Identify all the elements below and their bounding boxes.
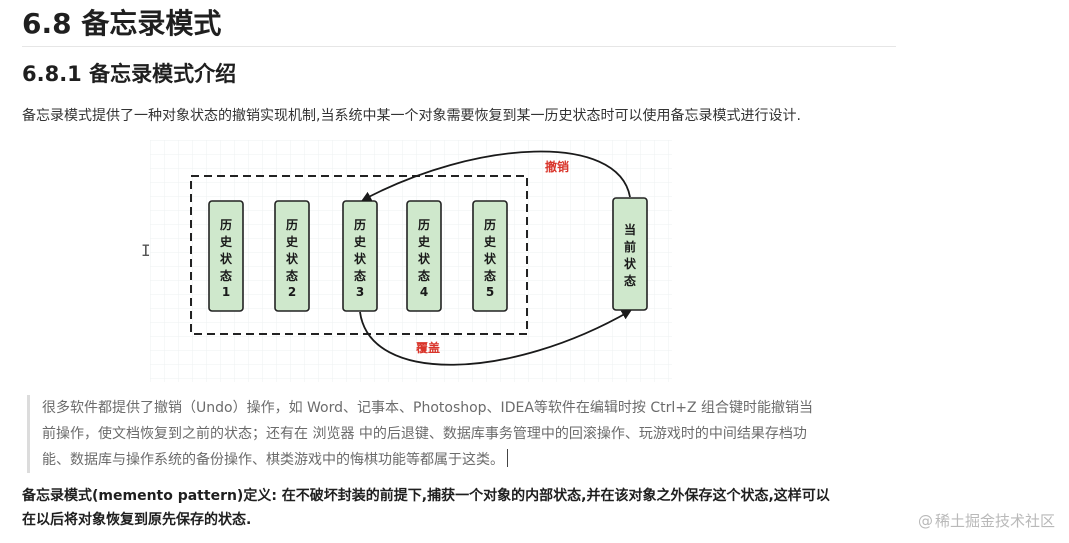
history-state-2-char-1: 历: [286, 218, 298, 232]
overwrite-arrow: [359, 310, 632, 366]
watermark-at: @: [917, 512, 933, 530]
quote-line-1: 很多软件都提供了撤销（Undo）操作，如 Word、记事本、Photoshop、…: [42, 400, 814, 416]
history-state-1-char-3: 状: [220, 251, 233, 266]
current-state-char-1: 当: [624, 222, 636, 237]
history-state-3-char-4: 态: [354, 268, 366, 283]
history-state-5-char-3: 状: [484, 251, 497, 266]
definition-line-2: 在以后将对象恢复到原先保存的状态.: [22, 512, 252, 528]
quote-line-3: 能、数据库与操作系统的备份操作、棋类游戏中的悔棋功能等都属于这类。: [42, 452, 504, 468]
history-state-5-char-2: 史: [484, 234, 497, 249]
definition-line-1: 备忘录模式(memento pattern)定义: 在不破坏封装的前提下,捕获一…: [22, 488, 830, 504]
blockquote: 很多软件都提供了撤销（Undo）操作，如 Word、记事本、Photoshop、…: [27, 395, 877, 473]
current-state-char-2: 前: [624, 239, 636, 254]
history-state-2-char-4: 态: [286, 268, 298, 283]
history-state-3-char-2: 史: [354, 234, 367, 249]
history-state-4-number: 4: [420, 285, 428, 299]
heading-6-8: 6.8 备忘录模式: [22, 7, 222, 40]
current-state-char-3: 状: [624, 256, 637, 271]
history-state-5-number: 5: [486, 285, 494, 299]
current-state: 当 前 状 态: [612, 197, 648, 311]
history-state-4-char-3: 状: [418, 251, 431, 266]
definition-paragraph: 备忘录模式(memento pattern)定义: 在不破坏封装的前提下,捕获一…: [22, 484, 902, 532]
history-state-4-char-2: 史: [418, 234, 431, 249]
history-state-3-char-3: 状: [354, 251, 367, 266]
memento-diagram: 历 史 状 态 1 历 史 状 态 2 历 史 状 态 3 历 史 状 态 4 …: [150, 140, 672, 382]
text-caret: [507, 449, 508, 467]
history-state-1-char-2: 史: [220, 234, 233, 249]
watermark-text: 稀土掘金技术社区: [934, 512, 1055, 530]
history-state-5-char-4: 态: [484, 268, 496, 283]
subheading-6-8-1: 6.8.1 备忘录模式介绍: [22, 62, 237, 86]
history-state-4-char-1: 历: [418, 218, 430, 232]
watermark: @稀土掘金技术社区: [918, 511, 1055, 531]
history-state-3-char-1: 历: [354, 218, 366, 232]
history-state-2: 历 史 状 态 2: [274, 200, 310, 312]
history-state-3-number: 3: [356, 285, 364, 299]
history-state-2-char-2: 史: [286, 234, 299, 249]
history-state-2-char-3: 状: [286, 251, 299, 266]
history-state-1: 历 史 状 态 1: [208, 200, 244, 312]
history-state-4-char-4: 态: [418, 268, 430, 283]
history-state-3: 历 史 状 态 3: [342, 200, 378, 312]
history-state-1-char-1: 历: [220, 218, 232, 232]
history-state-1-char-4: 态: [220, 268, 232, 283]
heading-divider: [22, 46, 896, 47]
undo-arrow: [361, 150, 631, 201]
undo-label: 撤销: [545, 159, 569, 174]
quote-line-2: 前操作，使文档恢复到之前的状态；还有在 浏览器 中的后退键、数据库事务管理中的回…: [42, 426, 807, 442]
text-cursor-icon: I: [141, 241, 151, 260]
history-state-1-number: 1: [222, 285, 230, 299]
current-state-char-4: 态: [624, 273, 636, 288]
intro-paragraph: 备忘录模式提供了一种对象状态的撤销实现机制,当系统中某一个对象需要恢复到某一历史…: [22, 108, 801, 124]
history-state-4: 历 史 状 态 4: [406, 200, 442, 312]
history-state-5: 历 史 状 态 5: [472, 200, 508, 312]
history-state-5-char-1: 历: [484, 218, 496, 232]
quote-line-3-wrap: 能、数据库与操作系统的备份操作、棋类游戏中的悔棋功能等都属于这类。: [42, 447, 877, 473]
overwrite-label: 覆盖: [415, 340, 440, 355]
history-state-2-number: 2: [288, 285, 296, 299]
